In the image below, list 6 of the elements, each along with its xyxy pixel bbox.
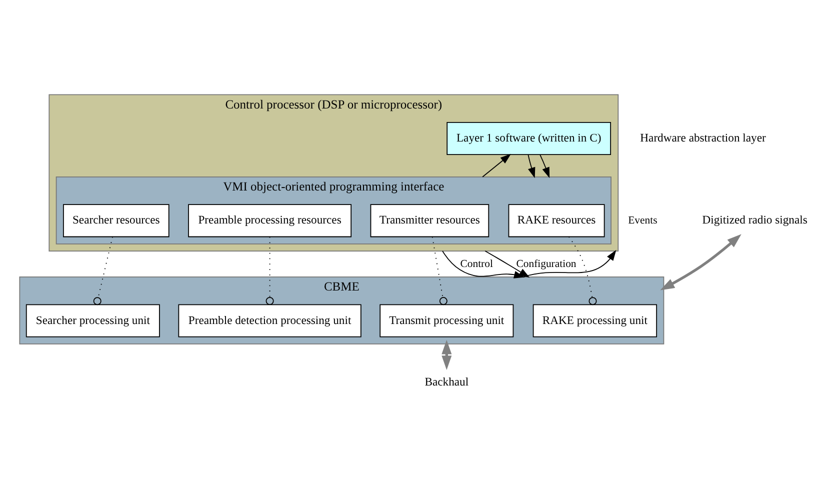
node-text: Digitized radio signals [702, 214, 808, 227]
node-text: Backhaul [424, 375, 469, 388]
edge-label: Events [628, 214, 658, 226]
edge-label: Control [460, 258, 493, 270]
label: Hardware abstraction layer [640, 132, 766, 145]
edge-label: Configuration [516, 258, 576, 270]
